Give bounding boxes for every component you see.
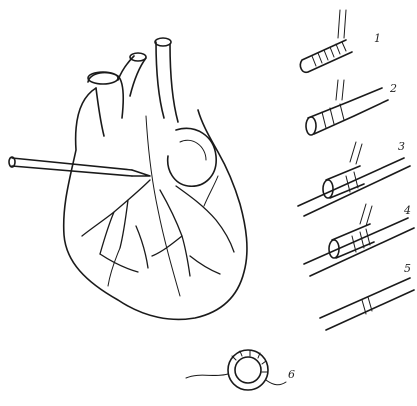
step-3-graft: [298, 142, 410, 216]
coronary-artery-main: [82, 180, 150, 236]
step-3-label: 3: [398, 140, 405, 153]
step-4-graft: [304, 204, 414, 276]
step-6-inner-ring: [235, 357, 261, 383]
step-4-vessel: [304, 218, 414, 276]
step-4-suture: [360, 204, 372, 226]
coronary-branch-1: [100, 200, 128, 254]
step-3-suture: [350, 142, 362, 164]
coronary-branch-2: [160, 190, 190, 276]
step-2-vessel: [308, 88, 388, 134]
step-6-outer-ring: [228, 350, 268, 390]
step-4-label: 4: [403, 204, 411, 217]
interventricular-groove: [146, 116, 180, 296]
step-6-thread-right: [266, 380, 286, 385]
coronary-branch-3: [176, 186, 234, 252]
atrium-inner: [180, 140, 206, 160]
surgical-probe: [9, 157, 150, 176]
step-1-label: 1: [374, 32, 381, 45]
step-3-lumen: [323, 180, 333, 198]
step-2-suture: [336, 80, 344, 100]
step-5-label: 5: [404, 262, 411, 275]
aorta-opening: [88, 72, 118, 84]
step-6-label: 6: [288, 368, 295, 381]
step-5-vessel: [320, 278, 414, 330]
heart-outline: [64, 88, 247, 319]
right-atrium: [168, 128, 216, 186]
coronary-branch-5: [100, 226, 148, 272]
superior-vessel-opening: [155, 38, 171, 46]
step-2-label: 2: [389, 82, 397, 95]
step-4-ties: [352, 229, 370, 252]
step-5-graft: [320, 278, 414, 330]
step-6-cross-section: [186, 350, 286, 390]
heart-illustration: [64, 38, 247, 319]
probe-end: [132, 170, 150, 176]
step-1-graft: [300, 10, 352, 72]
superior-vessel: [156, 42, 178, 122]
step-1-suture: [338, 10, 346, 38]
step-6-thread-left: [186, 374, 228, 378]
step-3-vessel-lower: [298, 158, 410, 216]
step-2-graft: [306, 80, 388, 135]
step-2-lumen: [306, 117, 316, 135]
